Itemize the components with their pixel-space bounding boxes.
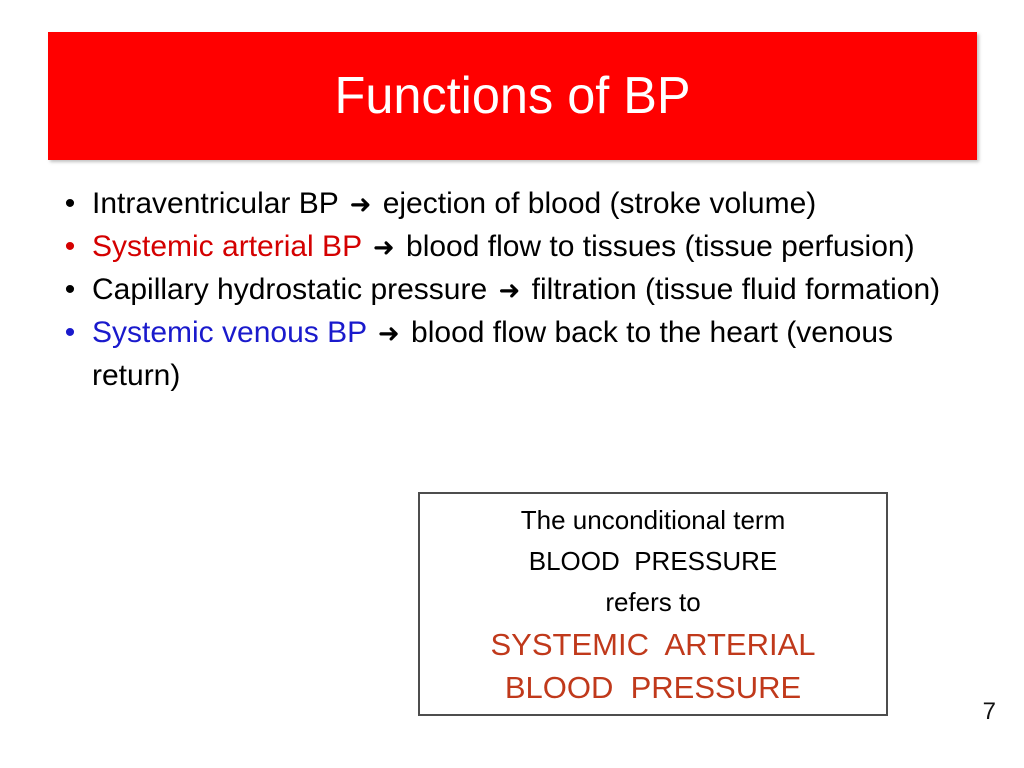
bullet-text: Intraventricular BP ➜ ejection of blood … <box>92 183 948 226</box>
bullet-text-segment: Systemic arterial BP <box>92 230 370 263</box>
bullet-marker-icon: • <box>64 273 76 306</box>
bullet-text-segment: blood flow to tissues (tissue perfusion) <box>397 230 915 263</box>
callout-line: The unconditional term <box>520 505 786 535</box>
bullet-text: Systemic venous BP ➜ blood flow back to … <box>92 312 948 396</box>
bullet-list: • Intraventricular BP ➜ ejection of blood… <box>48 183 948 396</box>
callout-line: SYSTEMIC ARTERIAL <box>490 627 816 662</box>
bullet-text-segment: Capillary hydrostatic pressure <box>92 273 496 306</box>
bullet-item: • Systemic arterial BP ➜ blood flow to ti… <box>48 226 948 269</box>
slide-number: 7 <box>982 698 996 725</box>
bullet-text-segment: Systemic venous BP <box>92 316 375 349</box>
bullet-item: • Systemic venous BP ➜ blood flow back to… <box>48 312 948 396</box>
bullet-text-segment: ejection of blood (stroke volume) <box>374 187 817 220</box>
slide-title-banner: Functions of BP <box>48 32 977 160</box>
arrow-right-icon: ➜ <box>349 190 372 220</box>
bullet-marker-icon: • <box>64 187 76 220</box>
bullet-text: Capillary hydrostatic pressure ➜ filtrat… <box>92 269 948 312</box>
bullet-marker-icon: • <box>64 316 76 349</box>
bullet-text: Systemic arterial BP ➜ blood flow to tis… <box>92 226 948 269</box>
bullet-marker-icon: • <box>64 230 76 263</box>
arrow-right-icon: ➜ <box>498 276 521 306</box>
bullet-item: • Capillary hydrostatic pressure ➜ filtra… <box>48 269 948 312</box>
bullet-text-segment: Intraventricular BP <box>92 187 347 220</box>
arrow-right-icon: ➜ <box>372 233 395 263</box>
bullet-item: • Intraventricular BP ➜ ejection of blood… <box>48 183 948 226</box>
bullet-text-segment: filtration (tissue fluid formation) <box>523 273 941 306</box>
callout-line: BLOOD PRESSURE <box>528 546 778 576</box>
callout-line: BLOOD PRESSURE <box>504 670 802 705</box>
callout-line: refers to <box>605 587 701 617</box>
page-title: Functions of BP <box>334 67 691 125</box>
bullet-text-segment: blood flow back to the heart (venous ret… <box>92 316 894 392</box>
arrow-right-icon: ➜ <box>377 319 400 349</box>
